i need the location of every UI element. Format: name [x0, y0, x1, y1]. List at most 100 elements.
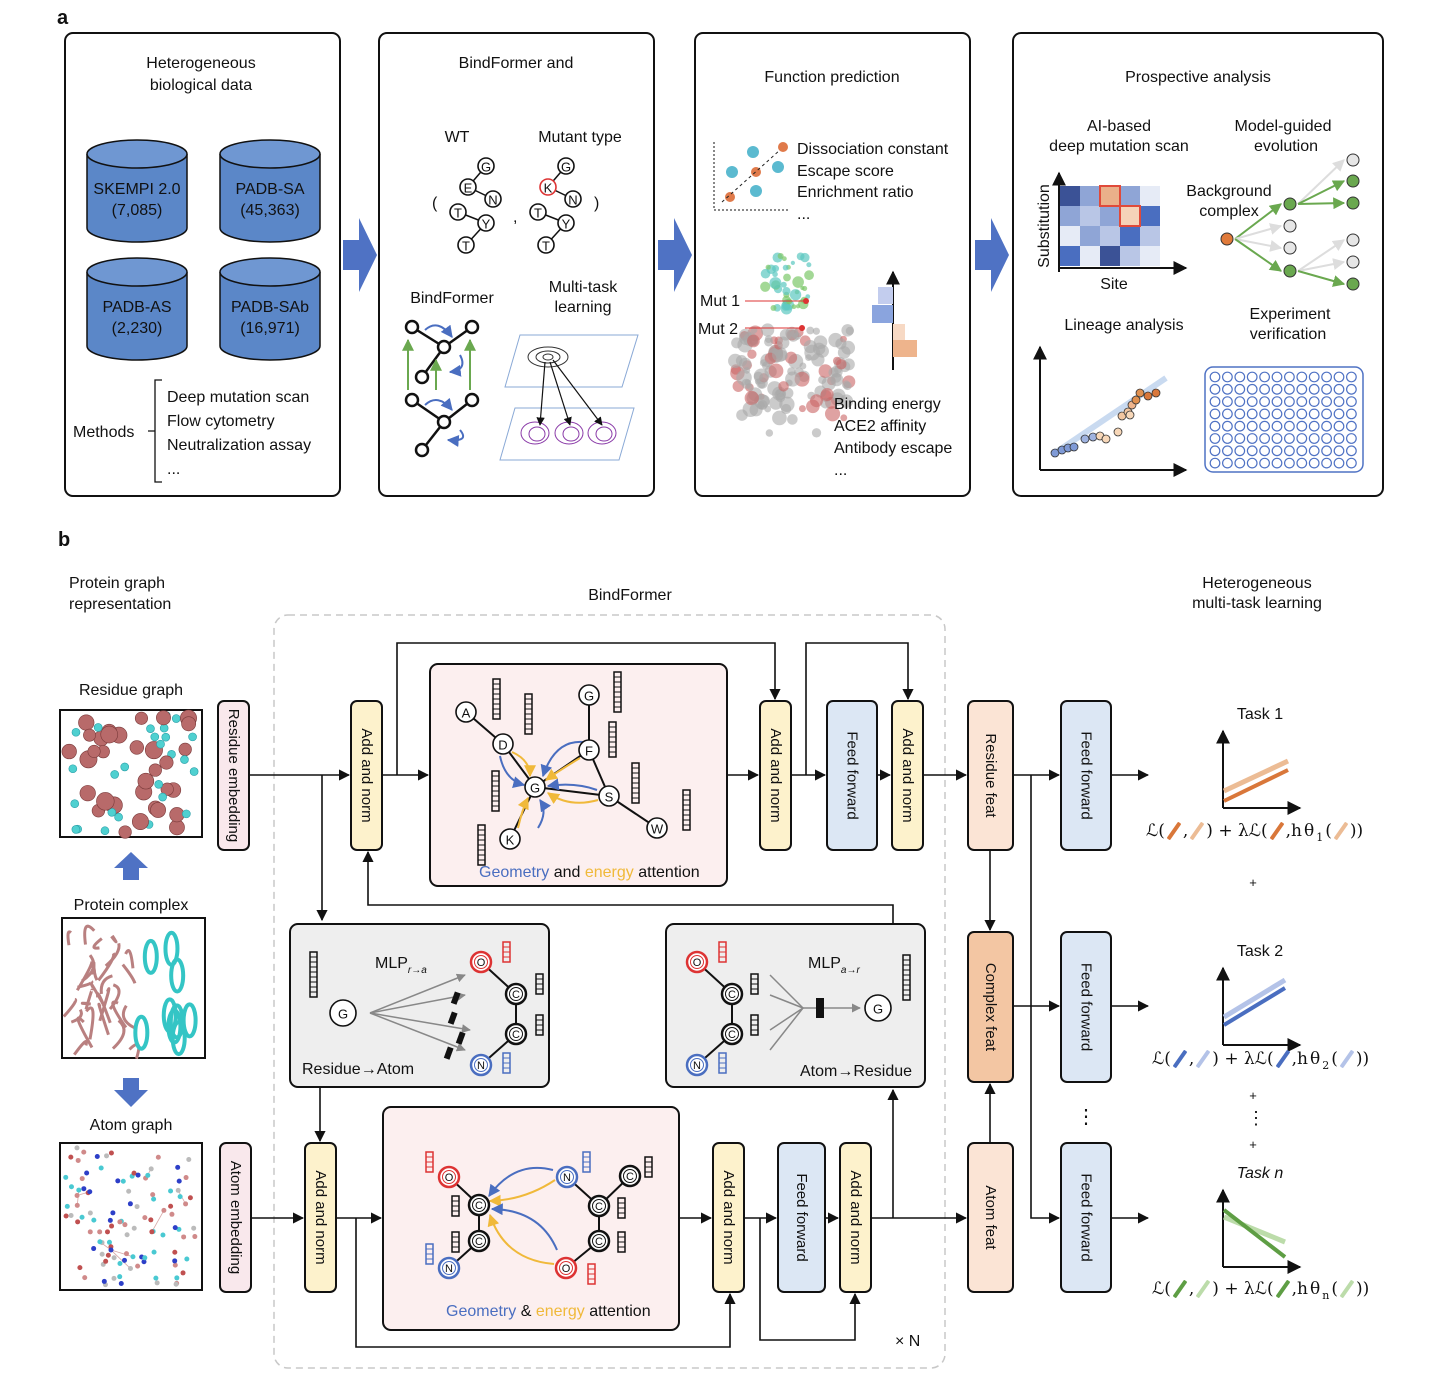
atom-sphere	[172, 1262, 178, 1268]
atom-sphere	[150, 1192, 156, 1198]
node-label: A	[462, 706, 471, 721]
beta-strand	[81, 954, 96, 983]
residue-sphere	[107, 808, 117, 817]
plate-well	[1221, 396, 1233, 408]
add-and-norm-label: Add and norm	[899, 728, 916, 822]
atom-sphere	[142, 1215, 148, 1221]
protein-blob	[843, 381, 852, 391]
graph-node: G	[524, 776, 546, 798]
plate-well	[1283, 433, 1295, 444]
atom-sphere	[183, 1175, 189, 1181]
graph-node: S	[598, 785, 620, 807]
residue-feat-label: Residue feat	[982, 733, 999, 818]
attention-arrow	[511, 751, 536, 778]
residue-sphere	[83, 728, 96, 742]
atom-sphere	[108, 1247, 114, 1253]
edge	[1297, 270, 1346, 287]
atom-sphere	[126, 1188, 132, 1194]
lineage-point	[1143, 391, 1153, 401]
atom-sphere	[173, 1281, 179, 1287]
node-label: T	[462, 239, 470, 254]
attention-arrow	[540, 740, 584, 778]
prospective-title: Prospective analysis	[1125, 69, 1271, 86]
plate-well	[1246, 371, 1258, 383]
feature-vector-icon	[613, 671, 622, 713]
heatmap-cell	[1100, 226, 1120, 246]
atom-sphere	[111, 1275, 117, 1281]
beta-strand	[76, 1016, 94, 1049]
plate-well	[1209, 420, 1221, 432]
residue-to-atom-label: Residue→Atom	[302, 1061, 414, 1078]
heatmap-cell	[1140, 226, 1160, 246]
feature-vector-icon	[425, 1243, 434, 1265]
residue-sphere	[188, 732, 197, 742]
atom-node: C	[467, 1229, 491, 1253]
graph-node	[414, 442, 430, 458]
svg-text:MLPa→r: MLPa→r	[808, 955, 860, 976]
edge	[369, 992, 466, 1014]
heatmap-cell	[1060, 246, 1080, 266]
atom-sphere	[68, 1154, 74, 1160]
node-label: T	[534, 206, 542, 221]
atom-sphere	[94, 1153, 100, 1159]
protein-blob	[806, 262, 812, 268]
left-title-2: representation	[69, 596, 171, 613]
atom-sphere	[172, 1258, 178, 1264]
atom-sphere	[117, 1274, 123, 1280]
variant-node	[1346, 233, 1360, 247]
residue-sphere	[148, 763, 162, 777]
residue-sphere	[161, 732, 171, 742]
graph-node	[436, 339, 452, 355]
right-title: Heterogeneous	[1202, 575, 1311, 592]
attention-word: attention	[638, 864, 699, 881]
database-count: (2,230)	[112, 320, 163, 337]
atom-sphere	[97, 1229, 103, 1235]
protein-blob	[790, 260, 795, 265]
heatmap-cell	[1140, 186, 1160, 206]
plate-well	[1246, 433, 1258, 444]
plus-sign: +	[1249, 875, 1257, 890]
atom-sphere	[127, 1266, 133, 1272]
protein-blob	[840, 414, 848, 422]
node-label: C	[512, 989, 520, 1001]
formula-series-swatch	[1189, 821, 1205, 841]
add-and-norm-label: Add and norm	[720, 1170, 737, 1264]
attention-arrow	[517, 796, 529, 829]
feature-vector-icon	[718, 941, 727, 963]
plate-well	[1321, 433, 1332, 444]
formula-series-swatch	[1275, 1279, 1291, 1299]
formula-h: ,h	[1285, 821, 1302, 841]
lineage-point	[1151, 388, 1161, 398]
plate-well	[1333, 371, 1345, 383]
formula-close: ))	[1349, 821, 1364, 841]
plate-well	[1333, 396, 1345, 408]
feature-vector-icon	[582, 1151, 591, 1173]
protein-blob	[767, 381, 782, 396]
node-label: C	[728, 1029, 736, 1041]
database-name: PADB-AS	[102, 299, 171, 316]
data-box: Heterogeneous biological data SKEMPI 2.0…	[64, 32, 341, 497]
residue-sphere	[110, 770, 119, 779]
residue-sphere	[70, 799, 80, 809]
plate-well	[1308, 433, 1320, 444]
atom-sphere	[135, 1172, 141, 1178]
method-item: Neutralization assay	[167, 437, 311, 454]
atom-sphere	[91, 1246, 97, 1252]
residue-sphere	[146, 724, 155, 733]
formula-subscript: 1	[1316, 830, 1324, 844]
protein-blob	[805, 354, 812, 362]
atom-sphere	[97, 1239, 103, 1245]
atom-sphere	[154, 1280, 160, 1286]
node-label: N	[568, 193, 577, 208]
atom-sphere	[106, 1239, 112, 1245]
graph-node	[404, 319, 420, 335]
atom-sphere	[74, 1193, 80, 1199]
plate-well	[1333, 457, 1345, 469]
residue-sphere	[150, 732, 160, 742]
plate-well	[1271, 433, 1283, 444]
feature-vector-icon	[451, 1195, 460, 1217]
plate-well	[1209, 396, 1221, 408]
plate-well	[1308, 445, 1320, 457]
edge	[1222, 758, 1290, 794]
